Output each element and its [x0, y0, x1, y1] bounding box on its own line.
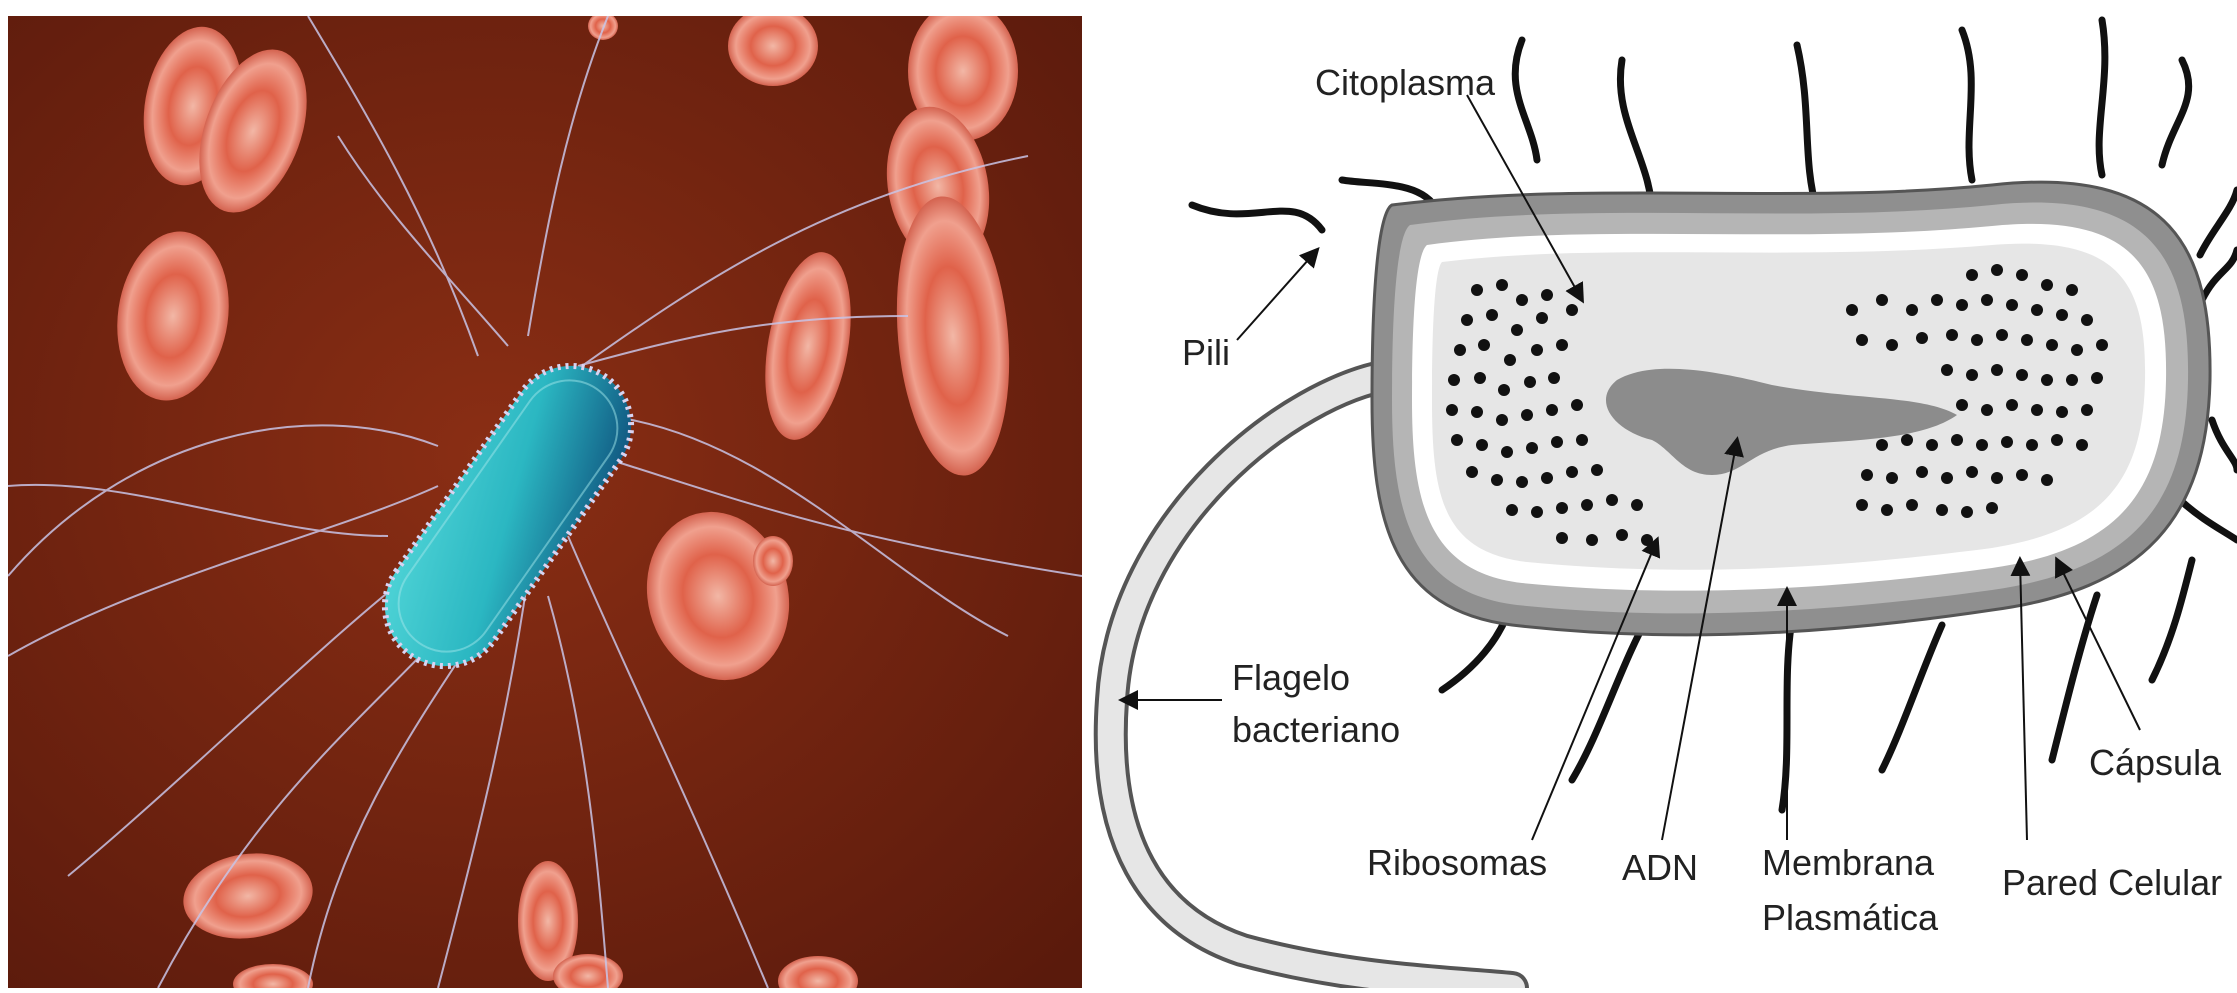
label-ribosomas: Ribosomas [1367, 842, 1547, 883]
bacteria-illustration [8, 16, 1082, 988]
label-membrana-line2: Plasmática [1762, 897, 1939, 938]
label-flagelo-line1: Flagelo [1232, 657, 1350, 698]
label-pili: Pili [1182, 332, 1230, 373]
bacterial-cell-diagram: Citoplasma Pili Flagelo bacteriano Ribos… [1092, 0, 2237, 988]
label-adn: ADN [1622, 847, 1698, 888]
illustration-svg [8, 16, 1082, 988]
blood-cell [753, 536, 793, 586]
label-membrana-line1: Membrana [1762, 842, 1935, 883]
leader-pili [1237, 250, 1317, 340]
label-citoplasma: Citoplasma [1315, 62, 1496, 103]
diagram-svg: Citoplasma Pili Flagelo bacteriano Ribos… [1092, 0, 2237, 988]
label-flagelo-line2: bacteriano [1232, 709, 1400, 750]
label-pared-celular: Pared Celular [2002, 862, 2222, 903]
label-capsula: Cápsula [2089, 742, 2222, 783]
